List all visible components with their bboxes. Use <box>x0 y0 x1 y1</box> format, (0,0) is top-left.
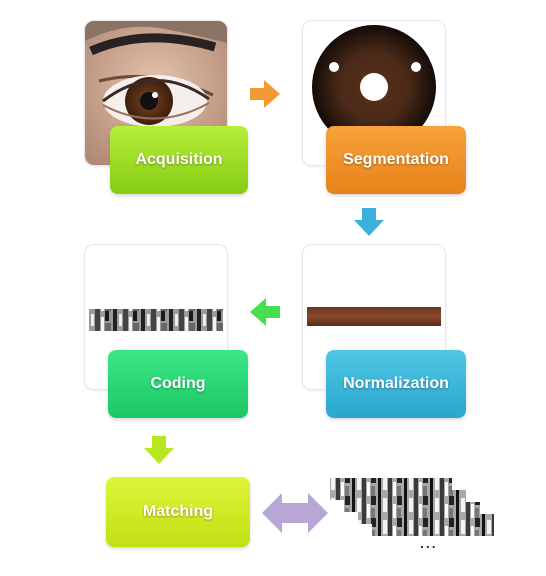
acquisition-label: Acquisition <box>110 126 248 194</box>
arrow-left-icon <box>250 298 280 326</box>
more-ellipsis: ... <box>420 535 438 551</box>
segmentation-label: Segmentation <box>326 126 466 194</box>
arrow-down-icon <box>144 436 174 464</box>
normalization-label: Normalization <box>326 350 466 418</box>
coding-label: Coding <box>108 350 248 418</box>
arrow-right-icon <box>250 80 280 108</box>
iris-code-strip <box>89 309 223 331</box>
iris-code-database-image <box>330 478 494 536</box>
iris-image <box>312 25 436 149</box>
normalized-iris-strip <box>307 307 441 326</box>
arrow-down-icon <box>354 208 384 236</box>
matching-label: Matching <box>106 477 250 547</box>
double-arrow-icon <box>262 493 328 533</box>
